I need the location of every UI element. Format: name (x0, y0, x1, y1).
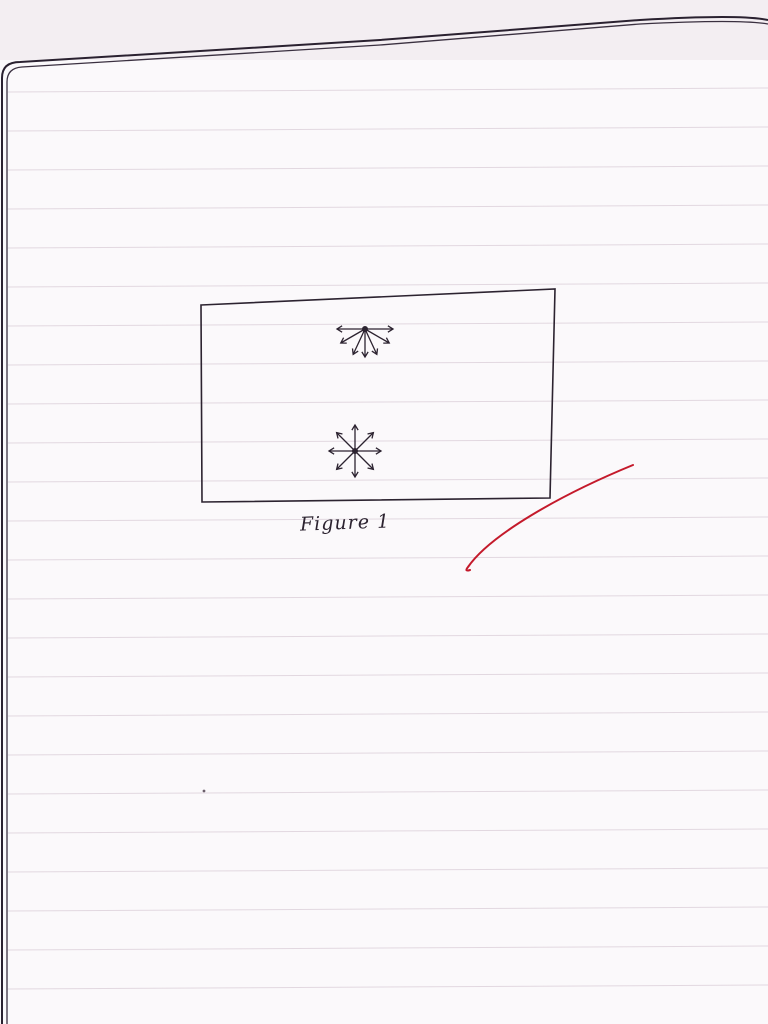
force-arrow (336, 450, 356, 470)
rule-line (7, 204, 768, 210)
rule-line (7, 516, 768, 522)
rule-line (7, 555, 768, 561)
rule-line (7, 789, 768, 795)
rule-line (7, 321, 768, 327)
arrow-head (367, 463, 375, 471)
arrow-head (339, 337, 347, 344)
rule-line (7, 126, 768, 132)
rule-line (7, 867, 768, 873)
rule-line (7, 360, 768, 366)
arrow-head (335, 325, 343, 333)
arrow-head (335, 463, 343, 471)
force-arrow (354, 432, 374, 452)
page-edge-inner (6, 20, 768, 1024)
container-box (200, 288, 556, 503)
arrow-head (351, 471, 359, 479)
rule-line (7, 828, 768, 834)
rule-line (7, 477, 768, 483)
paper-top-shadow (0, 0, 768, 60)
arrow-head (387, 325, 395, 333)
rule-line (7, 243, 768, 249)
particle-dot (362, 326, 368, 332)
force-arrow (354, 450, 374, 470)
interior-particle (327, 423, 383, 479)
force-arrow (340, 328, 366, 344)
rule-line (7, 633, 768, 639)
ink-dot (202, 789, 206, 793)
red-pen-mark (465, 464, 634, 572)
rule-line (7, 438, 768, 444)
surface-particle (335, 325, 395, 359)
rule-line (7, 282, 768, 288)
rule-line (7, 399, 768, 405)
rule-line (7, 984, 768, 990)
arrow-head (375, 447, 383, 455)
rule-line (7, 594, 768, 600)
arrow-head (335, 431, 343, 439)
arrow-head (361, 351, 369, 359)
arrow-head (371, 348, 379, 356)
page-edge-outer (0, 16, 768, 1024)
force-arrow (336, 432, 356, 452)
rule-line (7, 672, 768, 678)
force-arrow (364, 328, 390, 344)
rule-line (7, 750, 768, 756)
arrow-head (327, 447, 335, 455)
rule-line (7, 906, 768, 912)
force-arrow (352, 328, 366, 355)
particle-dot (352, 448, 358, 454)
rule-line (7, 87, 768, 93)
rule-line (7, 165, 768, 171)
figure-caption: Figure 1 (299, 510, 391, 536)
arrow-head (351, 423, 359, 431)
rule-line (7, 945, 768, 951)
arrow-head (383, 337, 391, 344)
ruled-lines (7, 87, 768, 990)
rule-line (7, 711, 768, 717)
arrow-head (351, 348, 359, 356)
arrow-head (367, 431, 375, 439)
force-arrow (364, 328, 378, 355)
